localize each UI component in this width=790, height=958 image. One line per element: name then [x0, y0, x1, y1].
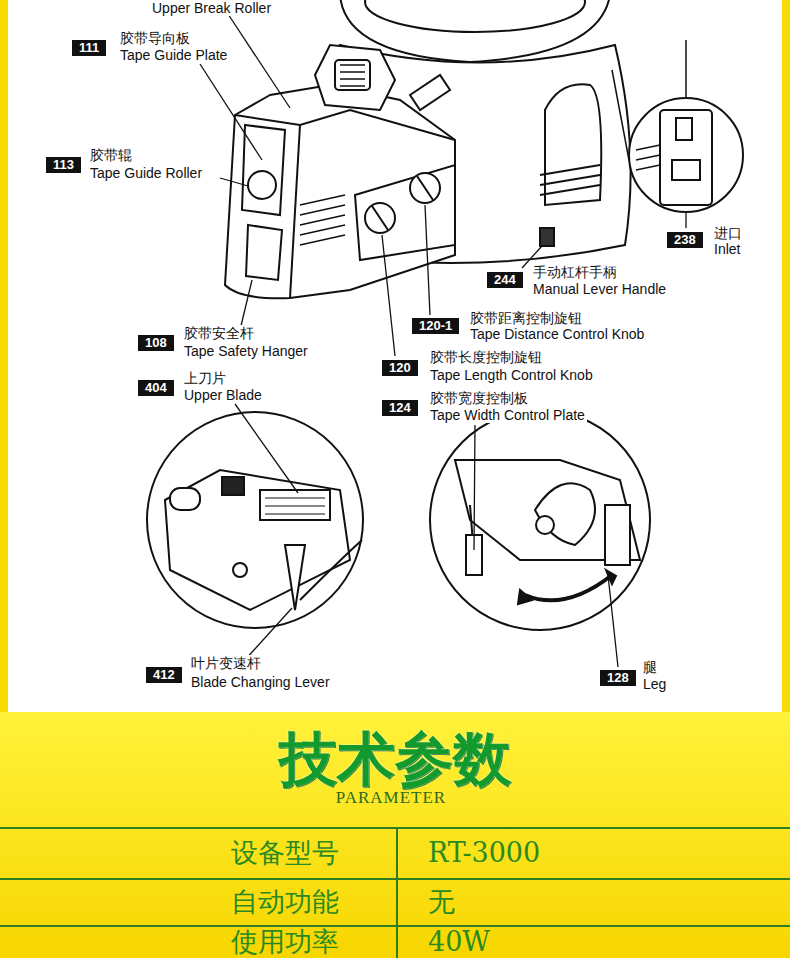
callout-number: 120 [382, 360, 418, 376]
part-name: Upper Break Roller [150, 0, 273, 16]
callout-number: 412 [146, 667, 182, 683]
part-name: Inlet [712, 241, 742, 257]
part-name: Tape Width Control Plate [428, 407, 587, 423]
part-name: 手动杠杆手柄 [531, 264, 619, 280]
part-name: Tape Distance Control Knob [468, 326, 646, 342]
table-cell: 40W [428, 927, 490, 957]
table-cell: 使用功率 [160, 927, 410, 957]
callout-number: 108 [138, 335, 174, 351]
callout-number: 113 [46, 157, 81, 173]
table-cell: RT-3000 [428, 838, 540, 868]
part-name: Tape Guide Roller [88, 165, 204, 181]
part-name: Manual Lever Handle [531, 281, 668, 297]
table-cell: 设备型号 [160, 838, 410, 868]
section-title: 技术参数 [0, 726, 790, 792]
part-name: 胶带安全杆 [182, 325, 256, 341]
part-name: 胶带距离控制旋钮 [468, 310, 584, 326]
part-name: 胶带辊 [88, 147, 134, 163]
part-name: 上刀片 [182, 370, 228, 386]
table-cell: 无 [428, 887, 455, 917]
callout-number: 244 [487, 272, 523, 288]
part-name: 胶带导向板 [118, 30, 192, 46]
callout-number: 124 [382, 400, 418, 416]
table-subtitle: PARAMETER [0, 790, 786, 806]
part-name: Upper Blade [182, 387, 264, 403]
callout-number: 238 [667, 232, 703, 248]
callout-number: 111 [72, 40, 106, 56]
callout-number: 128 [600, 670, 636, 686]
part-name: 叶片变速杆 [189, 655, 263, 671]
callout-number: 120-1 [412, 318, 459, 334]
part-name: Blade Changing Lever [189, 674, 332, 690]
part-name: Tape Guide Plate [118, 47, 229, 63]
part-name: Tape Length Control Knob [428, 367, 595, 383]
table-cell: 自动功能 [160, 887, 410, 917]
part-name: 腿 [641, 659, 659, 675]
part-name: 进口 [712, 225, 744, 241]
part-name: Tape Safety Hanger [182, 343, 310, 359]
part-name: 胶带宽度控制板 [428, 390, 530, 406]
part-name: Leg [641, 676, 668, 692]
callout-number: 404 [138, 380, 174, 396]
part-name: 胶带长度控制旋钮 [428, 349, 544, 365]
